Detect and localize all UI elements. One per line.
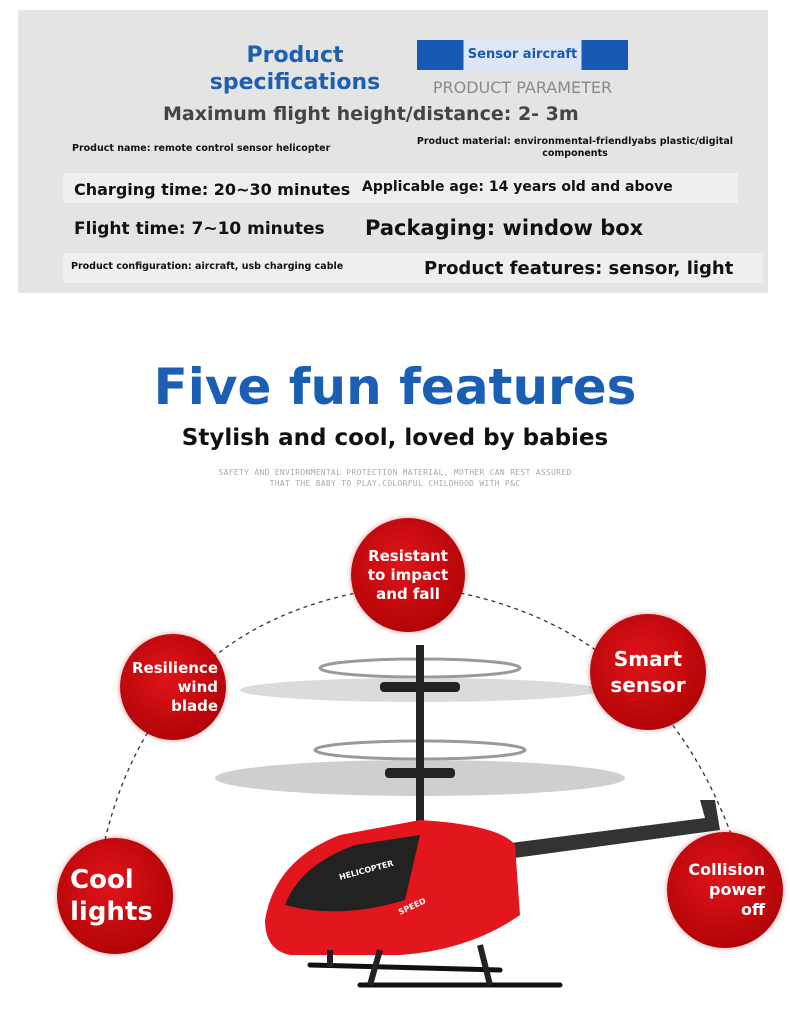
- spec-config: Product configuration: aircraft, usb cha…: [71, 261, 344, 272]
- feature-resistant: Resistant to impact and fall: [351, 518, 465, 632]
- spec-panel: [18, 10, 768, 293]
- spec-packaging: Packaging: window box: [365, 216, 644, 240]
- features-subheadline: Stylish and cool, loved by babies: [181, 425, 609, 451]
- spec-badge: Sensor aircraft: [417, 40, 628, 70]
- tail-boom: [495, 800, 720, 860]
- feature-wind-blade: Resilience wind blade: [120, 634, 226, 740]
- spec-charging: Charging time: 20~30 minutes: [74, 180, 351, 199]
- spec-name: Product name: remote control sensor heli…: [72, 143, 331, 154]
- spec-flight: Flight time: 7~10 minutes: [74, 219, 325, 239]
- landing-skids: [307, 962, 563, 988]
- feature-cool-lights: Cool lights: [57, 838, 173, 954]
- feature-collision: Collision power off: [667, 832, 783, 948]
- small-line-2: THAT THE BABY TO PLAY.COLORFUL CHILDHOOD…: [269, 479, 521, 488]
- spec-max-height: Maximum flight height/distance: 2- 3m: [163, 103, 579, 125]
- skid-legs: [327, 944, 493, 986]
- spec-material: Product material: environmental-friendly…: [416, 136, 734, 159]
- features-headline: Five fun features: [153, 358, 637, 416]
- spec-features: Product features: sensor, light: [424, 258, 734, 279]
- spec-title: Product specifications: [209, 43, 381, 95]
- helicopter-illustration: HELICOPTER SPEED: [104, 584, 741, 988]
- feature-smart-sensor: Smart sensor: [590, 614, 706, 730]
- cockpit-window: [285, 835, 420, 912]
- small-line-1: SAFETY AND ENVIRONMENTAL PROTECTION MATE…: [218, 468, 572, 477]
- spec-age: Applicable age: 14 years old and above: [362, 179, 673, 195]
- spec-param: PRODUCT PARAMETER: [432, 78, 613, 97]
- rotor-top: [215, 645, 625, 835]
